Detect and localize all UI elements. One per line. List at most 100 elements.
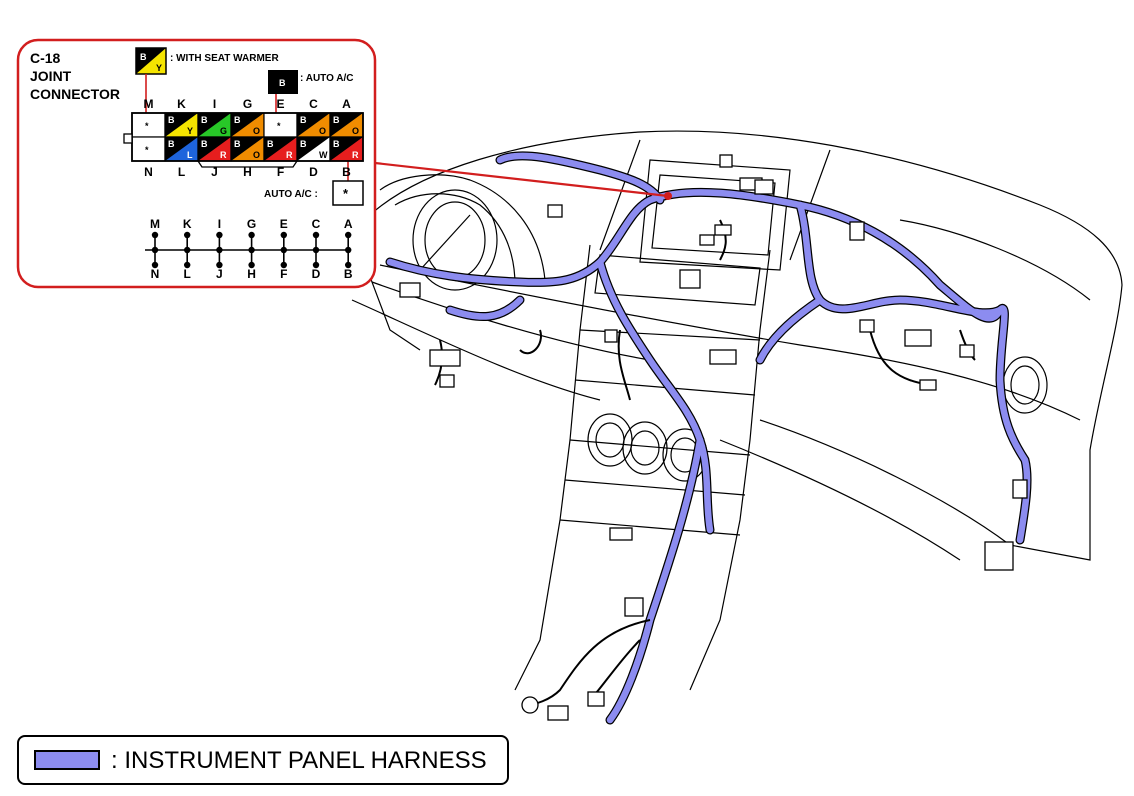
connector-pin-a: BO xyxy=(329,112,364,138)
svg-text:O: O xyxy=(352,126,359,136)
connector-name-line1: JOINT xyxy=(30,68,72,84)
svg-text:B: B xyxy=(234,115,241,125)
svg-text:B: B xyxy=(168,115,175,125)
svg-text:Y: Y xyxy=(187,126,193,136)
schematic-node-n xyxy=(151,261,159,269)
top-letter-e: E xyxy=(276,97,284,111)
schematic-bottom-letter: D xyxy=(312,267,321,281)
connector-id: C-18 xyxy=(30,50,61,66)
svg-text:B: B xyxy=(300,115,307,125)
schematic-node-l xyxy=(184,261,191,269)
bottom-letter-d: D xyxy=(309,165,318,179)
schematic-junction xyxy=(312,246,320,254)
legend-label: : INSTRUMENT PANEL HARNESS xyxy=(111,747,487,774)
connector-pin-j: BR xyxy=(197,136,232,162)
callout-line xyxy=(374,161,669,198)
schematic-node-a xyxy=(345,231,352,239)
svg-text:O: O xyxy=(253,150,260,160)
bottom-letter-f: F xyxy=(277,165,284,179)
top-letter-g: G xyxy=(243,97,252,111)
schematic-bottom-letter: B xyxy=(344,267,353,281)
connector-pin-m: * xyxy=(131,112,166,138)
schematic-junction xyxy=(216,246,223,254)
svg-text:B: B xyxy=(140,52,147,62)
svg-text:B: B xyxy=(201,115,208,125)
bottom-letter-n: N xyxy=(144,165,153,179)
schematic-top-letter: M xyxy=(150,217,160,231)
svg-text:*: * xyxy=(145,145,149,155)
schematic-bottom-letter: N xyxy=(151,267,160,281)
auto-ac-note: : AUTO A/C xyxy=(300,73,354,84)
top-letter-m: M xyxy=(144,97,154,111)
svg-text:*: * xyxy=(277,121,281,131)
svg-text:R: R xyxy=(286,150,293,160)
schematic-node-g xyxy=(248,231,255,239)
seat-warmer-swatch: B Y xyxy=(135,47,167,75)
connector-pin-h: BO xyxy=(230,136,265,162)
connector-pin-i: BG xyxy=(197,112,232,138)
legend: : INSTRUMENT PANEL HARNESS xyxy=(17,735,509,785)
schematic-junction xyxy=(345,246,352,254)
instrument-panel-harness xyxy=(385,151,1032,725)
schematic-node-i xyxy=(216,231,223,239)
svg-text:L: L xyxy=(187,150,193,160)
auto-ac-star-label: AUTO A/C : xyxy=(264,189,318,200)
svg-text:B: B xyxy=(300,139,307,149)
connector-name-line2: CONNECTOR xyxy=(30,86,120,102)
svg-text:G: G xyxy=(220,126,227,136)
auto-ac-star-symbol: * xyxy=(343,186,349,201)
connector-latch xyxy=(123,133,133,144)
schematic-node-c xyxy=(312,231,320,239)
auto-ac-swatch: B xyxy=(268,70,298,94)
schematic-top-letter: K xyxy=(183,217,192,231)
svg-text:B: B xyxy=(333,139,340,149)
svg-text:B: B xyxy=(333,115,340,125)
svg-text:O: O xyxy=(253,126,260,136)
connector-pin-e: * xyxy=(263,112,298,138)
schematic-top-letter: C xyxy=(312,217,321,231)
bottom-letter-j: J xyxy=(211,165,218,179)
schematic-node-k xyxy=(184,231,191,239)
schematic-top-letter: E xyxy=(280,217,288,231)
schematic-bottom-letter: L xyxy=(184,267,191,281)
schematic-node-h xyxy=(248,261,255,269)
top-letter-i: I xyxy=(213,97,216,111)
connector-inset xyxy=(16,38,377,289)
bottom-letter-l: L xyxy=(178,165,185,179)
top-letter-a: A xyxy=(342,97,351,111)
schematic-junction xyxy=(280,246,287,254)
harness-connectors xyxy=(399,154,1028,721)
connector-pin-n: * xyxy=(131,136,166,162)
schematic-junction xyxy=(151,246,159,254)
svg-text:B: B xyxy=(267,139,274,149)
connector-key xyxy=(197,160,298,168)
top-letter-c: C xyxy=(309,97,318,111)
connector-pin-k: BY xyxy=(164,112,199,138)
callout-point xyxy=(664,192,672,200)
bottom-letter-b: B xyxy=(342,165,351,179)
schematic-node-e xyxy=(280,231,287,239)
schematic-node-d xyxy=(312,261,320,269)
schematic-bottom-letter: H xyxy=(247,267,256,281)
schematic-junction xyxy=(184,246,191,254)
svg-text:Y: Y xyxy=(156,63,162,73)
svg-text:O: O xyxy=(319,126,326,136)
schematic-node-j xyxy=(216,261,223,269)
schematic-bottom-letter: F xyxy=(280,267,287,281)
connector-pin-g: BO xyxy=(230,112,265,138)
svg-text:W: W xyxy=(319,150,328,160)
schematic-top-letter: I xyxy=(218,217,221,231)
svg-text:*: * xyxy=(145,121,149,131)
svg-text:B: B xyxy=(201,139,208,149)
dashboard-outline xyxy=(351,130,1123,691)
auto-ac-star-box xyxy=(332,180,364,206)
top-letter-k: K xyxy=(177,97,186,111)
connector-pin-b: BR xyxy=(329,136,364,162)
connector-pin-f: BR xyxy=(263,136,298,162)
connector-pin-l: BL xyxy=(164,136,199,162)
schematic-node-f xyxy=(280,261,287,269)
